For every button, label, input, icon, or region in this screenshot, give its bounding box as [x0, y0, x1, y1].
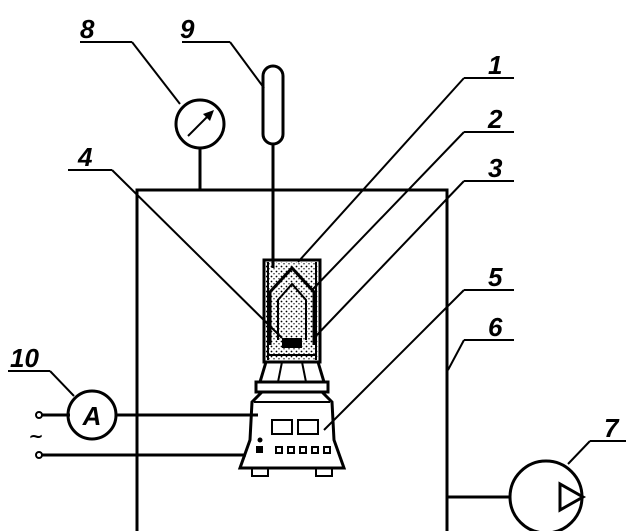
- label-1: 1: [488, 50, 502, 80]
- label-3: 3: [488, 153, 503, 183]
- label-8: 8: [80, 14, 95, 44]
- ac-symbol: ~: [28, 426, 43, 447]
- pressure-gauge: [174, 98, 226, 190]
- label-5: 5: [488, 262, 503, 292]
- label-6: 6: [488, 312, 503, 342]
- holder-stand: [254, 361, 330, 394]
- heater-stirrer: [237, 390, 347, 477]
- label-2: 2: [487, 104, 503, 134]
- electrical-circuit: [35, 389, 258, 459]
- chamber: [135, 188, 449, 531]
- vacuum-pump: [447, 459, 587, 531]
- label-9: 9: [180, 14, 195, 44]
- label-10: 10: [10, 343, 39, 373]
- ammeter-symbol: A: [82, 401, 102, 431]
- inner-cone: [268, 265, 316, 345]
- sample: [282, 338, 302, 348]
- thermometer: [261, 64, 285, 268]
- label-7: 7: [604, 413, 620, 443]
- crucible-vessel: [262, 258, 322, 364]
- leader-lines: [8, 41, 626, 465]
- label-4: 4: [77, 142, 93, 172]
